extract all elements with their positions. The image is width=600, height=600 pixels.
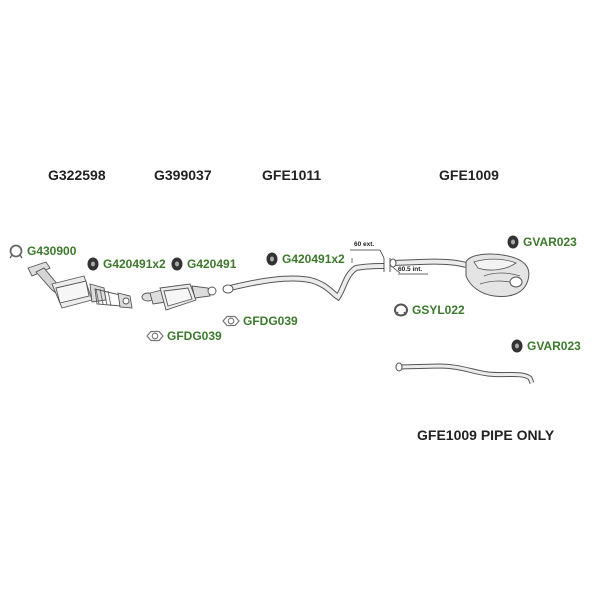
dimension-label-ext: 60 ext. — [354, 241, 375, 248]
part-g399037-drawing[interactable] — [141, 283, 217, 311]
seal-ring-icon — [394, 303, 408, 317]
accessory-gasket-gfdg039-1[interactable]: GFDG039 — [146, 329, 222, 343]
accessory-mount-g420491[interactable]: G420491 — [170, 256, 236, 272]
accessory-label: GVAR023 — [523, 235, 577, 249]
accessory-mount-gvar023-1[interactable]: GVAR023 — [506, 234, 577, 250]
accessory-label: G430900 — [27, 244, 77, 258]
accessory-mount-g420491x2-1[interactable]: G420491x2 — [86, 256, 166, 272]
part-gfe1011-drawing[interactable] — [222, 258, 385, 302]
gasket-icon — [146, 330, 164, 342]
part-title-g399037[interactable]: G399037 — [154, 167, 212, 183]
accessory-gasket-gfdg039-2[interactable]: GFDG039 — [222, 314, 298, 328]
accessory-label: GSYL022 — [412, 303, 465, 317]
accessory-clamp-g430900[interactable]: G430900 — [8, 243, 76, 259]
gasket-icon — [222, 315, 240, 327]
rubber-mount-icon — [266, 252, 278, 266]
part-g322598-drawing[interactable] — [27, 261, 133, 309]
dimension-label-int: 60.5 int. — [398, 266, 423, 273]
accessory-mount-g420491x2-2[interactable]: G420491x2 — [265, 251, 345, 267]
accessory-label: G420491x2 — [282, 252, 345, 266]
accessory-label: GFDG039 — [243, 314, 298, 328]
accessory-label: GFDG039 — [167, 329, 222, 343]
part-gfe1009-drawing[interactable] — [389, 253, 530, 297]
part-gfe1009-pipe-only-drawing[interactable] — [395, 362, 535, 384]
accessory-mount-gvar023-2[interactable]: GVAR023 — [510, 338, 581, 354]
accessory-label: G420491 — [187, 257, 237, 271]
rubber-mount-icon — [87, 257, 99, 271]
part-title-gfe1009-pipe-only[interactable]: GFE1009 PIPE ONLY — [417, 427, 555, 443]
accessory-label: G420491x2 — [103, 257, 166, 271]
part-title-gfe1009[interactable]: GFE1009 — [439, 167, 499, 183]
rubber-mount-icon — [511, 339, 523, 353]
part-title-gfe1011[interactable]: GFE1011 — [262, 167, 322, 183]
rubber-mount-icon — [507, 235, 519, 249]
part-title-g322598[interactable]: G322598 — [48, 167, 106, 183]
accessory-seal-gsyl022[interactable]: GSYL022 — [393, 302, 465, 318]
clamp-ring-icon — [9, 244, 23, 259]
accessory-label: GVAR023 — [527, 339, 581, 353]
rubber-mount-icon — [171, 257, 183, 271]
